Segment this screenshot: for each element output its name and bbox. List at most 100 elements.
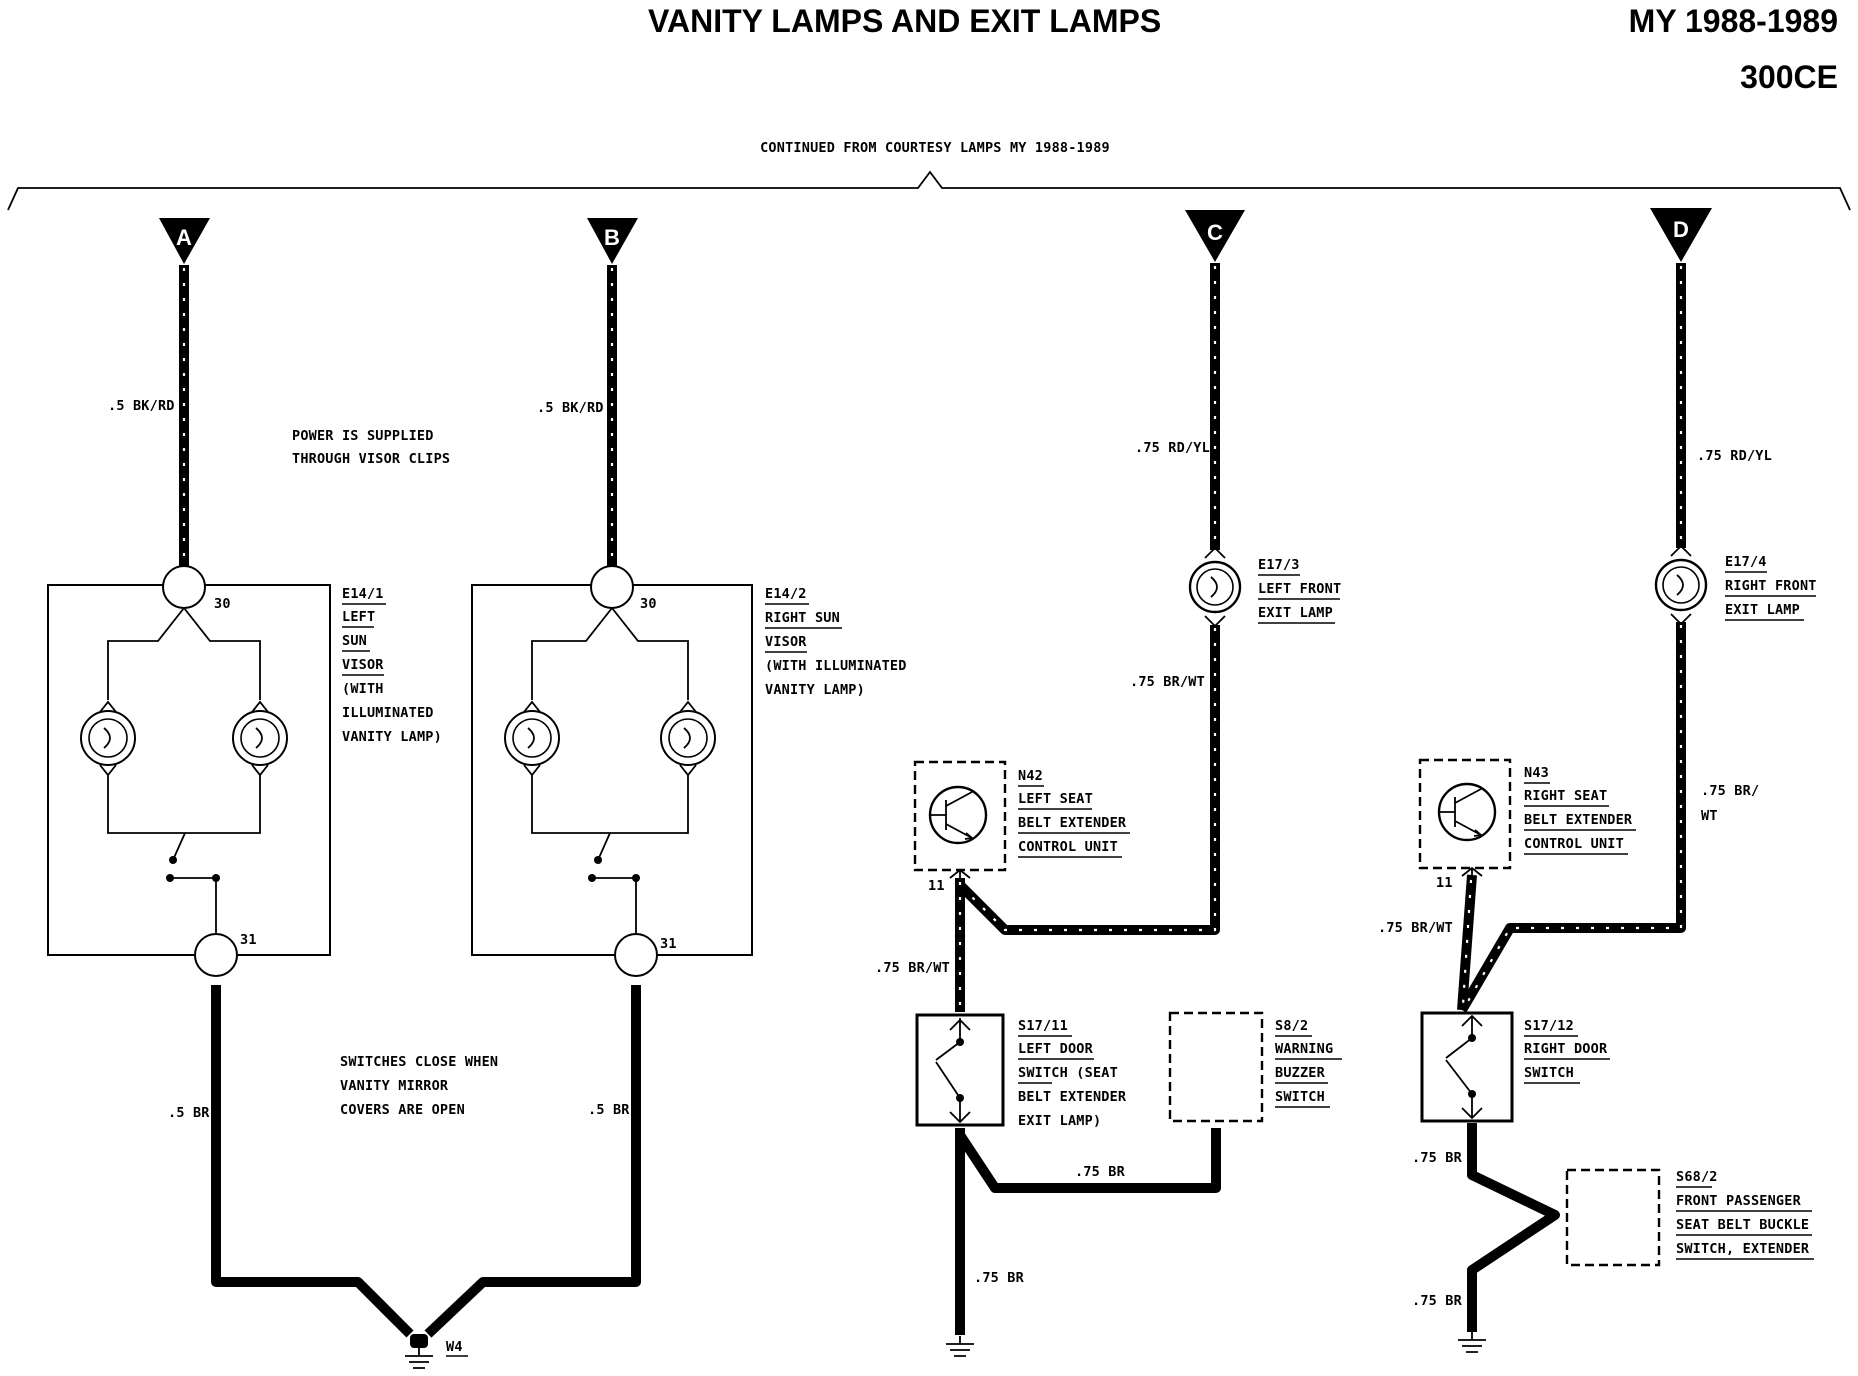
label-s68-2-line-1: FRONT PASSENGER bbox=[1676, 1193, 1802, 1209]
wire-label-s17-12-to-s68: .75 BR bbox=[1412, 1150, 1463, 1166]
label-e14-1-line-3: VISOR bbox=[342, 657, 384, 673]
e14-1-pin-31: 31 bbox=[240, 932, 257, 948]
note-power-1: POWER IS SUPPLIED bbox=[292, 428, 434, 444]
wire-label-c-mid: .75 BR/WT bbox=[1130, 674, 1205, 690]
s68-2-buckle-switch bbox=[1565, 1168, 1661, 1267]
label-e17-4: E17/4 RIGHT FRONT EXIT LAMP bbox=[1725, 554, 1816, 621]
label-n43: N43 RIGHT SEAT BELT EXTENDER CONTROL UNI… bbox=[1524, 765, 1636, 855]
note-switch-3: COVERS ARE OPEN bbox=[340, 1102, 465, 1118]
label-s8-2-line-0: S8/2 bbox=[1275, 1018, 1308, 1034]
wire-b-ground bbox=[424, 985, 641, 1338]
label-s8-2-line-2: BUZZER bbox=[1275, 1065, 1326, 1081]
wire-a-ground bbox=[211, 985, 414, 1338]
label-s17-12-line-0: S17/12 bbox=[1524, 1018, 1574, 1034]
wire-label-a-top: .5 BK/RD bbox=[108, 398, 175, 414]
label-n42-line-3: CONTROL UNIT bbox=[1018, 839, 1118, 855]
wire-label-d-top: .75 RD/YL bbox=[1697, 448, 1772, 464]
note-switch-1: SWITCHES CLOSE WHEN bbox=[340, 1054, 498, 1070]
ground-s17-12 bbox=[1458, 1332, 1486, 1353]
label-n43-line-0: N43 bbox=[1524, 765, 1549, 781]
label-e17-3-line-0: E17/3 bbox=[1258, 557, 1300, 573]
s8-2-buzzer-switch bbox=[1168, 1011, 1264, 1123]
wire-label-c-top: .75 RD/YL bbox=[1135, 440, 1210, 456]
label-e14-1-line-0: E14/1 bbox=[342, 586, 384, 602]
ground-w4-label: W4 bbox=[446, 1339, 463, 1355]
label-s68-2-line-0: S68/2 bbox=[1676, 1169, 1718, 1185]
label-e17-3-line-1: LEFT FRONT bbox=[1258, 581, 1341, 597]
connector-d-label: D bbox=[1673, 217, 1689, 242]
ground-s17-11 bbox=[946, 1336, 974, 1357]
label-e17-3-line-2: EXIT LAMP bbox=[1258, 605, 1333, 621]
wire-s17-12-to-s68 bbox=[1467, 1123, 1560, 1332]
label-n43-line-3: CONTROL UNIT bbox=[1524, 836, 1624, 852]
connector-b-label: B bbox=[604, 225, 620, 250]
wire-label-s17-11-ground: .75 BR bbox=[974, 1270, 1025, 1286]
label-e14-1-line-1: LEFT bbox=[342, 609, 375, 625]
connector-c-label: C bbox=[1207, 220, 1223, 245]
label-s8-2: S8/2 WARNING BUZZER SWITCH bbox=[1275, 1018, 1342, 1108]
e14-1-visor: 30 31 bbox=[47, 565, 331, 977]
wire-label-s17-11-to-s8: .75 BR bbox=[1075, 1164, 1126, 1180]
wire-label-d-mid-1: .75 BR/ bbox=[1701, 783, 1759, 799]
wire-label-n42-out: .75 BR/WT bbox=[875, 960, 950, 976]
label-e14-2-line-4: VANITY LAMP) bbox=[765, 682, 865, 698]
label-s8-2-line-3: SWITCH bbox=[1275, 1089, 1325, 1105]
label-n42: N42 LEFT SEAT BELT EXTENDER CONTROL UNIT bbox=[1018, 768, 1130, 858]
e14-1-lamp-left bbox=[80, 700, 136, 777]
e14-1-lamp-right bbox=[232, 700, 288, 777]
label-s17-11: S17/11 LEFT DOOR SWITCH (SEAT BELT EXTEN… bbox=[1018, 1018, 1127, 1129]
s17-12-door-switch bbox=[1420, 1011, 1514, 1123]
label-e17-4-line-2: EXIT LAMP bbox=[1725, 602, 1800, 618]
model-year: MY 1988-1989 bbox=[1629, 3, 1838, 39]
page-title: VANITY LAMPS AND EXIT LAMPS bbox=[648, 3, 1161, 39]
e17-4-exit-lamp bbox=[1654, 544, 1708, 626]
label-e14-1-line-6: VANITY LAMP) bbox=[342, 729, 442, 745]
e14-2-lamp-left bbox=[504, 700, 560, 777]
connector-b: B bbox=[587, 218, 638, 264]
label-n42-line-0: N42 bbox=[1018, 768, 1043, 784]
e17-3-exit-lamp bbox=[1188, 546, 1242, 628]
connector-d: D bbox=[1650, 208, 1712, 262]
label-e17-3: E17/3 LEFT FRONT EXIT LAMP bbox=[1258, 557, 1341, 624]
label-n43-line-1: RIGHT SEAT bbox=[1524, 788, 1607, 804]
wire-s17-11-to-s8 bbox=[955, 1128, 1221, 1193]
wire-n43-out bbox=[1457, 874, 1477, 1011]
continuation-bracket bbox=[7, 170, 1851, 211]
label-e14-2-line-0: E14/2 bbox=[765, 586, 807, 602]
label-s68-2-line-2: SEAT BELT BUCKLE bbox=[1676, 1217, 1809, 1233]
label-e14-1-line-5: ILLUMINATED bbox=[342, 705, 434, 721]
label-n42-line-1: LEFT SEAT bbox=[1018, 791, 1093, 807]
e14-1-pin-30: 30 bbox=[214, 596, 231, 612]
label-s17-11-line-0: S17/11 bbox=[1018, 1018, 1068, 1034]
label-e17-4-line-0: E17/4 bbox=[1725, 554, 1767, 570]
label-e14-2: E14/2 RIGHT SUN VISOR (WITH ILLUMINATED … bbox=[765, 586, 906, 698]
label-s68-2-line-3: SWITCH, EXTENDER bbox=[1676, 1241, 1810, 1257]
s17-11-door-switch bbox=[915, 1013, 1005, 1127]
label-e14-2-line-2: VISOR bbox=[765, 634, 807, 650]
label-s17-11-line-2: SWITCH (SEAT bbox=[1018, 1065, 1118, 1081]
wire-label-a-bottom: .5 BR bbox=[168, 1105, 210, 1121]
e14-2-lamp-right bbox=[660, 700, 716, 777]
n42-control-unit: 11 bbox=[913, 760, 1007, 894]
label-s8-2-line-1: WARNING bbox=[1275, 1041, 1333, 1057]
e14-2-visor: 30 31 bbox=[471, 565, 753, 977]
label-e14-1-line-2: SUN bbox=[342, 633, 367, 649]
label-s17-12-line-1: RIGHT DOOR bbox=[1524, 1041, 1608, 1057]
wire-label-n43-out: .75 BR/WT bbox=[1378, 920, 1453, 936]
wire-label-s68-ground: .75 BR bbox=[1412, 1293, 1463, 1309]
wire-label-b-top: .5 BK/RD bbox=[537, 400, 604, 416]
wire-d-bottom bbox=[1457, 622, 1686, 1013]
label-s17-12: S17/12 RIGHT DOOR SWITCH bbox=[1524, 1018, 1610, 1084]
continued-from-label: CONTINUED FROM COURTESY LAMPS MY 1988-19… bbox=[760, 140, 1110, 156]
model-name: 300CE bbox=[1740, 59, 1838, 95]
note-power-2: THROUGH VISOR CLIPS bbox=[292, 451, 450, 467]
label-n42-line-2: BELT EXTENDER bbox=[1018, 815, 1127, 831]
wire-label-b-bottom: .5 BR bbox=[588, 1102, 630, 1118]
label-s68-2: S68/2 FRONT PASSENGER SEAT BELT BUCKLE S… bbox=[1676, 1169, 1814, 1260]
n43-control-unit: 11 bbox=[1418, 758, 1512, 891]
note-switch-2: VANITY MIRROR bbox=[340, 1078, 449, 1094]
label-e14-2-line-1: RIGHT SUN bbox=[765, 610, 840, 626]
label-s17-11-line-4: EXIT LAMP) bbox=[1018, 1113, 1101, 1129]
label-s17-12-line-2: SWITCH bbox=[1524, 1065, 1574, 1081]
